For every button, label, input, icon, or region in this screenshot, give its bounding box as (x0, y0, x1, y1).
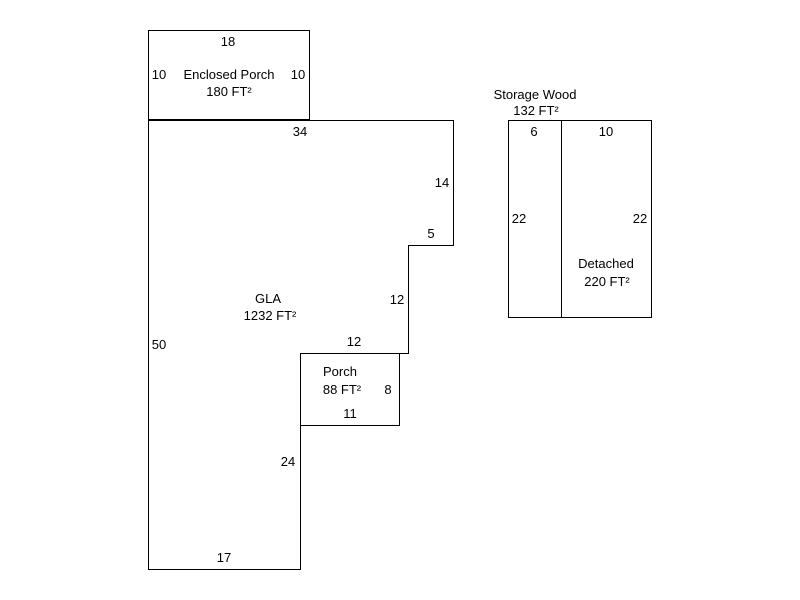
detached-right-dim: 22 (633, 211, 647, 226)
gla-step-lower-dim: 12 (347, 334, 361, 349)
gla-step-upper-dim: 5 (427, 226, 434, 241)
enclosed-porch-left-dim: 10 (152, 67, 166, 82)
porch-label: Porch (323, 364, 357, 379)
gla-label: GLA (255, 291, 281, 306)
enclosed-porch-label: Enclosed Porch (183, 67, 274, 82)
detached-area: 220 FT² (584, 274, 630, 289)
storage-label: Storage Wood (494, 87, 577, 102)
storage-left-dim: 22 (512, 211, 526, 226)
gla-left-dim: 50 (152, 337, 166, 352)
porch-outline (300, 353, 400, 426)
enclosed-porch-top-dim: 18 (221, 34, 235, 49)
gla-right-upper-dim: 14 (435, 175, 449, 190)
porch-bottom-dim: 11 (343, 406, 357, 421)
enclosed-porch-right-dim: 10 (291, 67, 305, 82)
gla-bottom-dim: 17 (217, 550, 231, 565)
storage-top-dim: 6 (530, 124, 537, 139)
detached-label: Detached (578, 256, 634, 271)
gla-area: 1232 FT² (244, 308, 297, 323)
enclosed-porch-outline (148, 30, 310, 120)
gla-outline (148, 120, 454, 570)
gla-right-middle-dim: 12 (390, 292, 404, 307)
enclosed-porch-area: 180 FT² (206, 84, 252, 99)
gla-top-dim: 34 (293, 124, 307, 139)
porch-right-dim: 8 (384, 382, 391, 397)
porch-area: 88 FT² (323, 382, 362, 397)
detached-top-dim: 10 (599, 124, 613, 139)
gla-right-lower-dim: 24 (281, 454, 295, 469)
storage-area: 132 FT² (513, 103, 559, 118)
storage-detached-outline (508, 120, 652, 318)
